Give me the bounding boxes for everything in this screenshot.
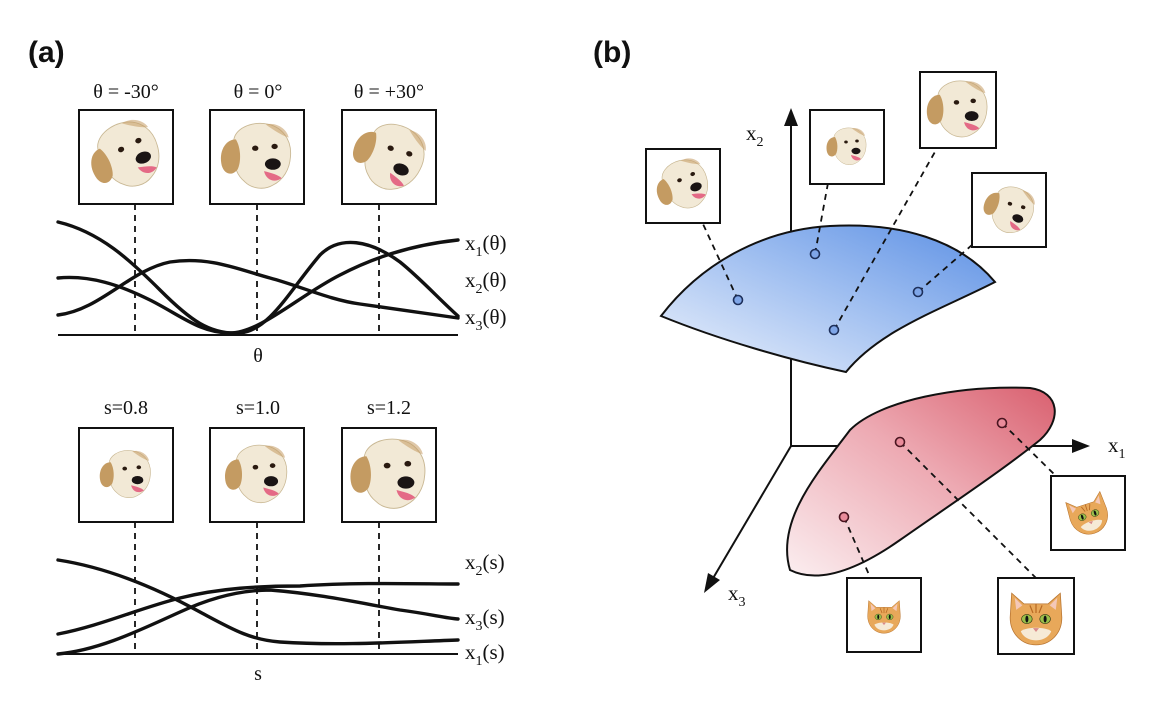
scale-caption-1.2: s=1.2	[367, 397, 411, 419]
rotation-caption-minus30: θ = -30°	[93, 81, 159, 103]
dog-manifold	[659, 224, 997, 374]
dog-point-1	[732, 294, 744, 306]
dog-point-4-guide	[917, 237, 981, 293]
cat-point-1	[996, 417, 1008, 429]
scale-curve-x2	[56, 581, 460, 636]
scale-curve-label-x2: x2(s)	[465, 550, 505, 579]
cat-point-2	[894, 436, 906, 448]
dog-image-4	[971, 172, 1047, 248]
rotation-curve-label-x2: x2(θ)	[465, 268, 507, 297]
axis-x2-arrowhead	[784, 108, 798, 126]
scale-curve-x3	[56, 588, 460, 656]
scale-image-1.2	[341, 427, 437, 523]
cat-image-3	[846, 577, 922, 653]
rotation-image-0	[209, 109, 305, 205]
rotation-curve-label-x1: x1(θ)	[465, 231, 507, 260]
scale-curve-label-x1: x1(s)	[465, 640, 505, 669]
scale-axis-label: s	[254, 663, 262, 685]
scale-caption-1.0: s=1.0	[236, 397, 280, 419]
cat-manifold	[786, 386, 1056, 577]
cat-point-1-guide	[1001, 422, 1057, 477]
panel-b-label: (b)	[593, 36, 631, 69]
rotation-caption-0: θ = 0°	[234, 81, 283, 103]
dog-image-3	[919, 71, 997, 149]
cat-image-2	[997, 577, 1075, 655]
panel-a-label: (a)	[28, 36, 65, 69]
dog-point-4	[912, 286, 924, 298]
axis-x1-label: x1	[1108, 433, 1126, 462]
dog-point-3-guide	[833, 142, 941, 331]
rotation-curve-x2	[56, 238, 460, 335]
rotation-caption-plus30: θ = +30°	[354, 81, 424, 103]
dog-point-3	[828, 324, 840, 336]
cat-point-3	[838, 511, 850, 523]
axis-x2-label: x2	[746, 121, 764, 150]
dog-point-2	[809, 248, 821, 260]
scale-curve-x1	[56, 558, 460, 646]
scale-image-1.0	[209, 427, 305, 523]
rotation-axis-label: θ	[253, 345, 263, 367]
axis-x3	[711, 445, 792, 581]
rotation-curve-x1	[56, 220, 460, 335]
dog-point-2-guide	[814, 182, 829, 255]
rotation-curve-label-x3: x3(θ)	[465, 305, 507, 334]
cat-image-1	[1050, 475, 1126, 551]
dog-image-1	[645, 148, 721, 224]
scale-caption-0.8: s=0.8	[104, 397, 148, 419]
dog-image-2	[809, 109, 885, 185]
dog-point-1-guide	[702, 223, 739, 301]
axis-x1-arrowhead	[1072, 439, 1090, 453]
rotation-curve-x3-lower	[56, 258, 460, 320]
scale-image-0.8	[78, 427, 174, 523]
rotation-image-plus30	[341, 109, 437, 205]
scale-curve-label-x3: x3(s)	[465, 605, 505, 634]
axis-x3-label: x3	[728, 581, 746, 610]
rotation-image-minus30	[78, 109, 174, 205]
axis-x3-arrowhead	[704, 573, 720, 593]
